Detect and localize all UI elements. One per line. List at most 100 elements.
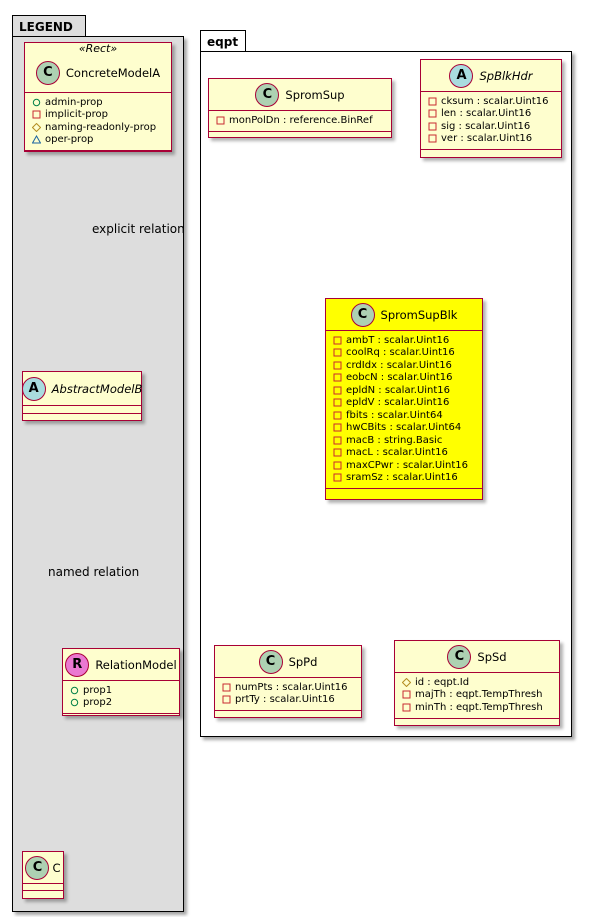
private-visibility-icon bbox=[331, 436, 343, 445]
field-row: fbits : scalar.Uint64 bbox=[331, 409, 477, 422]
private-visibility-icon bbox=[400, 690, 412, 699]
relation-model-name: RelationModel bbox=[95, 657, 177, 672]
field-row: hwCBits : scalar.Uint64 bbox=[331, 422, 477, 435]
field-row: prop2 bbox=[68, 697, 174, 710]
field-text: majTh : eqpt.TempThresh bbox=[415, 689, 543, 701]
protected-visibility-icon bbox=[30, 122, 42, 132]
protected-visibility-icon bbox=[400, 677, 412, 687]
legend-package-body bbox=[12, 36, 184, 912]
field-text: naming-readonly-prop bbox=[45, 121, 157, 133]
field-text: numPts : scalar.Uint16 bbox=[235, 681, 348, 693]
field-row: len : scalar.Uint16 bbox=[426, 108, 556, 121]
field-row: coolRq : scalar.Uint16 bbox=[331, 347, 477, 360]
class-c-small-icon: C bbox=[25, 855, 50, 880]
field-row: implicit-prop bbox=[30, 109, 166, 122]
field-row: epldN : scalar.Uint16 bbox=[331, 384, 477, 397]
spblkhdr-name: SpBlkHdr bbox=[479, 68, 533, 83]
field-text: coolRq : scalar.Uint16 bbox=[346, 347, 455, 359]
private-visibility-icon bbox=[426, 134, 438, 143]
spromsupblk-name: SpromSupBlk bbox=[380, 307, 458, 322]
field-text: len : scalar.Uint16 bbox=[441, 108, 532, 120]
field-text: prop2 bbox=[83, 697, 113, 709]
abstract-model-b-name: AbstractModelB bbox=[51, 381, 143, 396]
field-text: admin-prop bbox=[45, 96, 103, 108]
private-visibility-icon bbox=[214, 116, 226, 125]
field-row: id : eqpt.Id bbox=[400, 676, 554, 689]
public-visibility-icon bbox=[30, 98, 42, 107]
class-c-icon: C bbox=[258, 649, 283, 674]
legend-package-title: LEGEND bbox=[19, 20, 73, 34]
private-visibility-icon bbox=[426, 97, 438, 106]
private-visibility-icon bbox=[400, 703, 412, 712]
spsd-name: SpSd bbox=[477, 649, 507, 664]
class-c-icon: C bbox=[255, 82, 280, 107]
sppd-name: SpPd bbox=[288, 654, 318, 669]
field-row: prop1 bbox=[68, 684, 174, 697]
private-visibility-icon bbox=[220, 683, 232, 692]
field-row: ver : scalar.Uint16 bbox=[426, 133, 556, 146]
field-row: maxCPwr : scalar.Uint16 bbox=[331, 459, 477, 472]
class-c-icon: C bbox=[350, 302, 375, 327]
abstract-a-icon: A bbox=[449, 63, 474, 88]
field-text: maxCPwr : scalar.Uint16 bbox=[346, 459, 469, 471]
field-row: ambT : scalar.Uint16 bbox=[331, 334, 477, 347]
field-row: macB : string.Basic bbox=[331, 434, 477, 447]
field-row: oper-prop bbox=[30, 134, 166, 147]
field-text: sig : scalar.Uint16 bbox=[441, 120, 531, 132]
private-visibility-icon bbox=[331, 461, 343, 470]
field-text: crdIdx : scalar.Uint16 bbox=[346, 359, 452, 371]
private-visibility-icon bbox=[331, 411, 343, 420]
class-spromsup[interactable]: C SpromSup monPolDn : reference.BinRef bbox=[208, 78, 392, 138]
private-visibility-icon bbox=[30, 110, 42, 119]
legend-package: LEGEND bbox=[12, 15, 184, 912]
field-text: epldV : scalar.Uint16 bbox=[346, 397, 450, 409]
class-abstract-model-b[interactable]: A AbstractModelB bbox=[21, 371, 143, 421]
public-visibility-icon bbox=[68, 698, 80, 707]
concrete-model-a-stereotype: «Rect» bbox=[78, 42, 118, 55]
field-text: eobcN : scalar.Uint16 bbox=[346, 372, 453, 384]
relation-r-icon: R bbox=[65, 652, 90, 677]
private-visibility-icon bbox=[331, 348, 343, 357]
private-visibility-icon bbox=[331, 336, 343, 345]
field-text: fbits : scalar.Uint64 bbox=[346, 409, 443, 421]
field-row: naming-readonly-prop bbox=[30, 121, 166, 134]
field-row: majTh : eqpt.TempThresh bbox=[400, 689, 554, 702]
field-text: monPolDn : reference.BinRef bbox=[229, 114, 373, 126]
eqpt-package-title: eqpt bbox=[207, 35, 239, 49]
private-visibility-icon bbox=[426, 122, 438, 131]
private-visibility-icon bbox=[220, 695, 232, 704]
private-visibility-icon bbox=[426, 109, 438, 118]
field-row: prtTy : scalar.Uint16 bbox=[220, 694, 356, 707]
field-row: minTh : eqpt.TempThresh bbox=[400, 701, 554, 714]
private-visibility-icon bbox=[331, 398, 343, 407]
field-text: ver : scalar.Uint16 bbox=[441, 133, 533, 145]
public-visibility-icon bbox=[68, 686, 80, 695]
field-row: epldV : scalar.Uint16 bbox=[331, 397, 477, 410]
explicit-relation-label: explicit relation bbox=[92, 222, 185, 236]
concrete-model-a-name: ConcreteModelA bbox=[65, 65, 161, 80]
field-text: hwCBits : scalar.Uint64 bbox=[346, 422, 462, 434]
field-row: sig : scalar.Uint16 bbox=[426, 120, 556, 133]
class-c-icon: C bbox=[35, 60, 60, 85]
private-visibility-icon bbox=[331, 386, 343, 395]
class-c[interactable]: C C bbox=[22, 851, 64, 899]
field-text: epldN : scalar.Uint16 bbox=[346, 384, 451, 396]
field-text: prtTy : scalar.Uint16 bbox=[235, 694, 335, 706]
named-relation-label: named relation bbox=[48, 565, 140, 579]
field-text: macL : scalar.Uint16 bbox=[346, 447, 448, 459]
private-visibility-icon bbox=[331, 473, 343, 482]
private-visibility-icon bbox=[331, 448, 343, 457]
abstract-a-icon: A bbox=[21, 376, 46, 401]
class-c-name: C bbox=[52, 860, 61, 875]
field-text: implicit-prop bbox=[45, 109, 108, 121]
field-text: cksum : scalar.Uint16 bbox=[441, 95, 549, 107]
